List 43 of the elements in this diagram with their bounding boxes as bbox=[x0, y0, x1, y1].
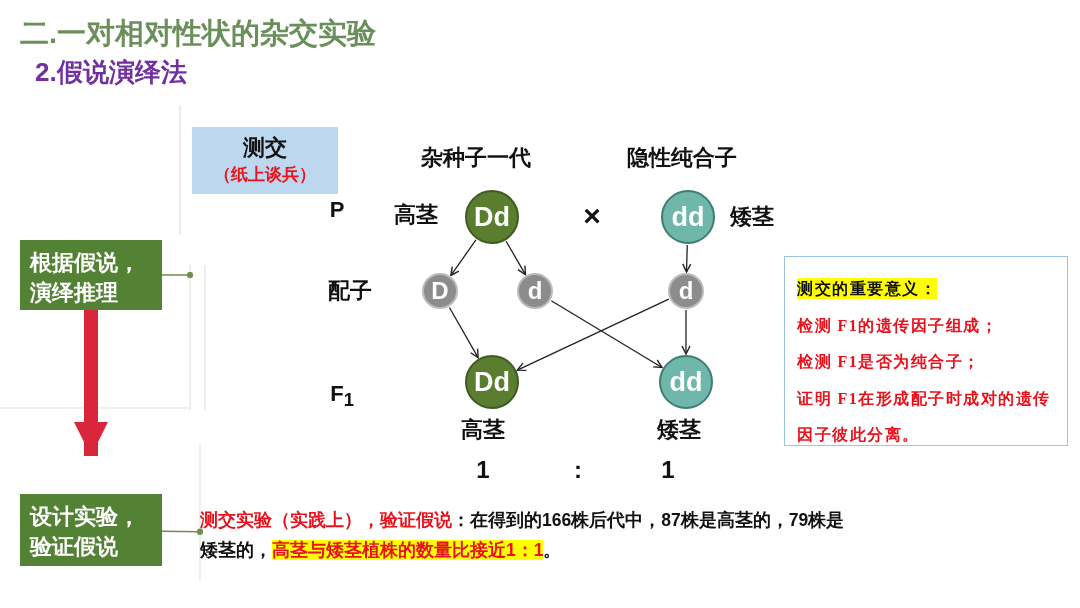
phenotype-label: 矮茎 bbox=[657, 419, 701, 441]
arrow bbox=[505, 240, 527, 276]
generation-label: 配子 bbox=[328, 280, 372, 302]
ratio-label: : bbox=[574, 458, 582, 482]
genotype-circle: Dd bbox=[465, 190, 519, 244]
arrow bbox=[448, 306, 479, 359]
note-text: 证明 F1在形成配子时成对的遗传因子彼此分离。 bbox=[797, 388, 1052, 445]
ratio-label: 1 bbox=[661, 458, 675, 482]
arrow bbox=[682, 244, 692, 273]
ratio-label: 1 bbox=[476, 458, 490, 482]
note-text: 检测 F1的遗传因子组成； bbox=[797, 315, 1000, 336]
arrow bbox=[450, 239, 477, 277]
arrow bbox=[681, 309, 691, 355]
title: 二.一对相对性状的杂交实验 bbox=[20, 16, 377, 51]
method-heading: 测交 bbox=[242, 134, 288, 162]
note-panel bbox=[784, 256, 1068, 446]
method-note: （纸上谈兵） bbox=[213, 164, 317, 186]
cross-symbol: × bbox=[583, 201, 601, 231]
genotype-circle: dd bbox=[659, 355, 713, 409]
phenotype-label: 隐性纯合子 bbox=[627, 147, 737, 169]
note-text: 检测 F1是否为纯合子； bbox=[797, 352, 982, 372]
step-box: 根据假说，演绎推理 bbox=[20, 240, 162, 310]
genotype-circle: Dd bbox=[465, 355, 519, 409]
phenotype-label: 矮茎 bbox=[730, 206, 774, 228]
leader-line bbox=[161, 528, 204, 535]
method-box bbox=[192, 127, 338, 194]
leader-line bbox=[161, 271, 194, 279]
phenotype-label: 高茎 bbox=[461, 419, 505, 441]
note-heading: 测交的重要意义： bbox=[797, 277, 938, 301]
generation-label: F$_{1}$ bbox=[330, 382, 354, 410]
arrow bbox=[74, 310, 108, 456]
genotype-circle: d bbox=[517, 273, 553, 309]
arrow bbox=[550, 300, 663, 369]
phenotype-label: 高茎 bbox=[394, 204, 438, 226]
genotype-circle: D bbox=[422, 273, 458, 309]
phenotype-label: 杂种子一代 bbox=[421, 147, 531, 169]
subtitle: 2.假说演绎法 bbox=[35, 59, 187, 85]
arrow bbox=[516, 298, 670, 372]
step-box: 设计实验，验证假说 bbox=[20, 494, 162, 566]
genotype-circle: d bbox=[668, 273, 704, 309]
genotype-circle: dd bbox=[661, 190, 715, 244]
result-text: 测交实验（实践上），验证假说：在得到的166株后代中，87株是高茎的，79株是矮茎的，高茎与矮茎植株的数量比接近1：1。 bbox=[200, 505, 845, 569]
generation-label: P bbox=[329, 199, 345, 221]
